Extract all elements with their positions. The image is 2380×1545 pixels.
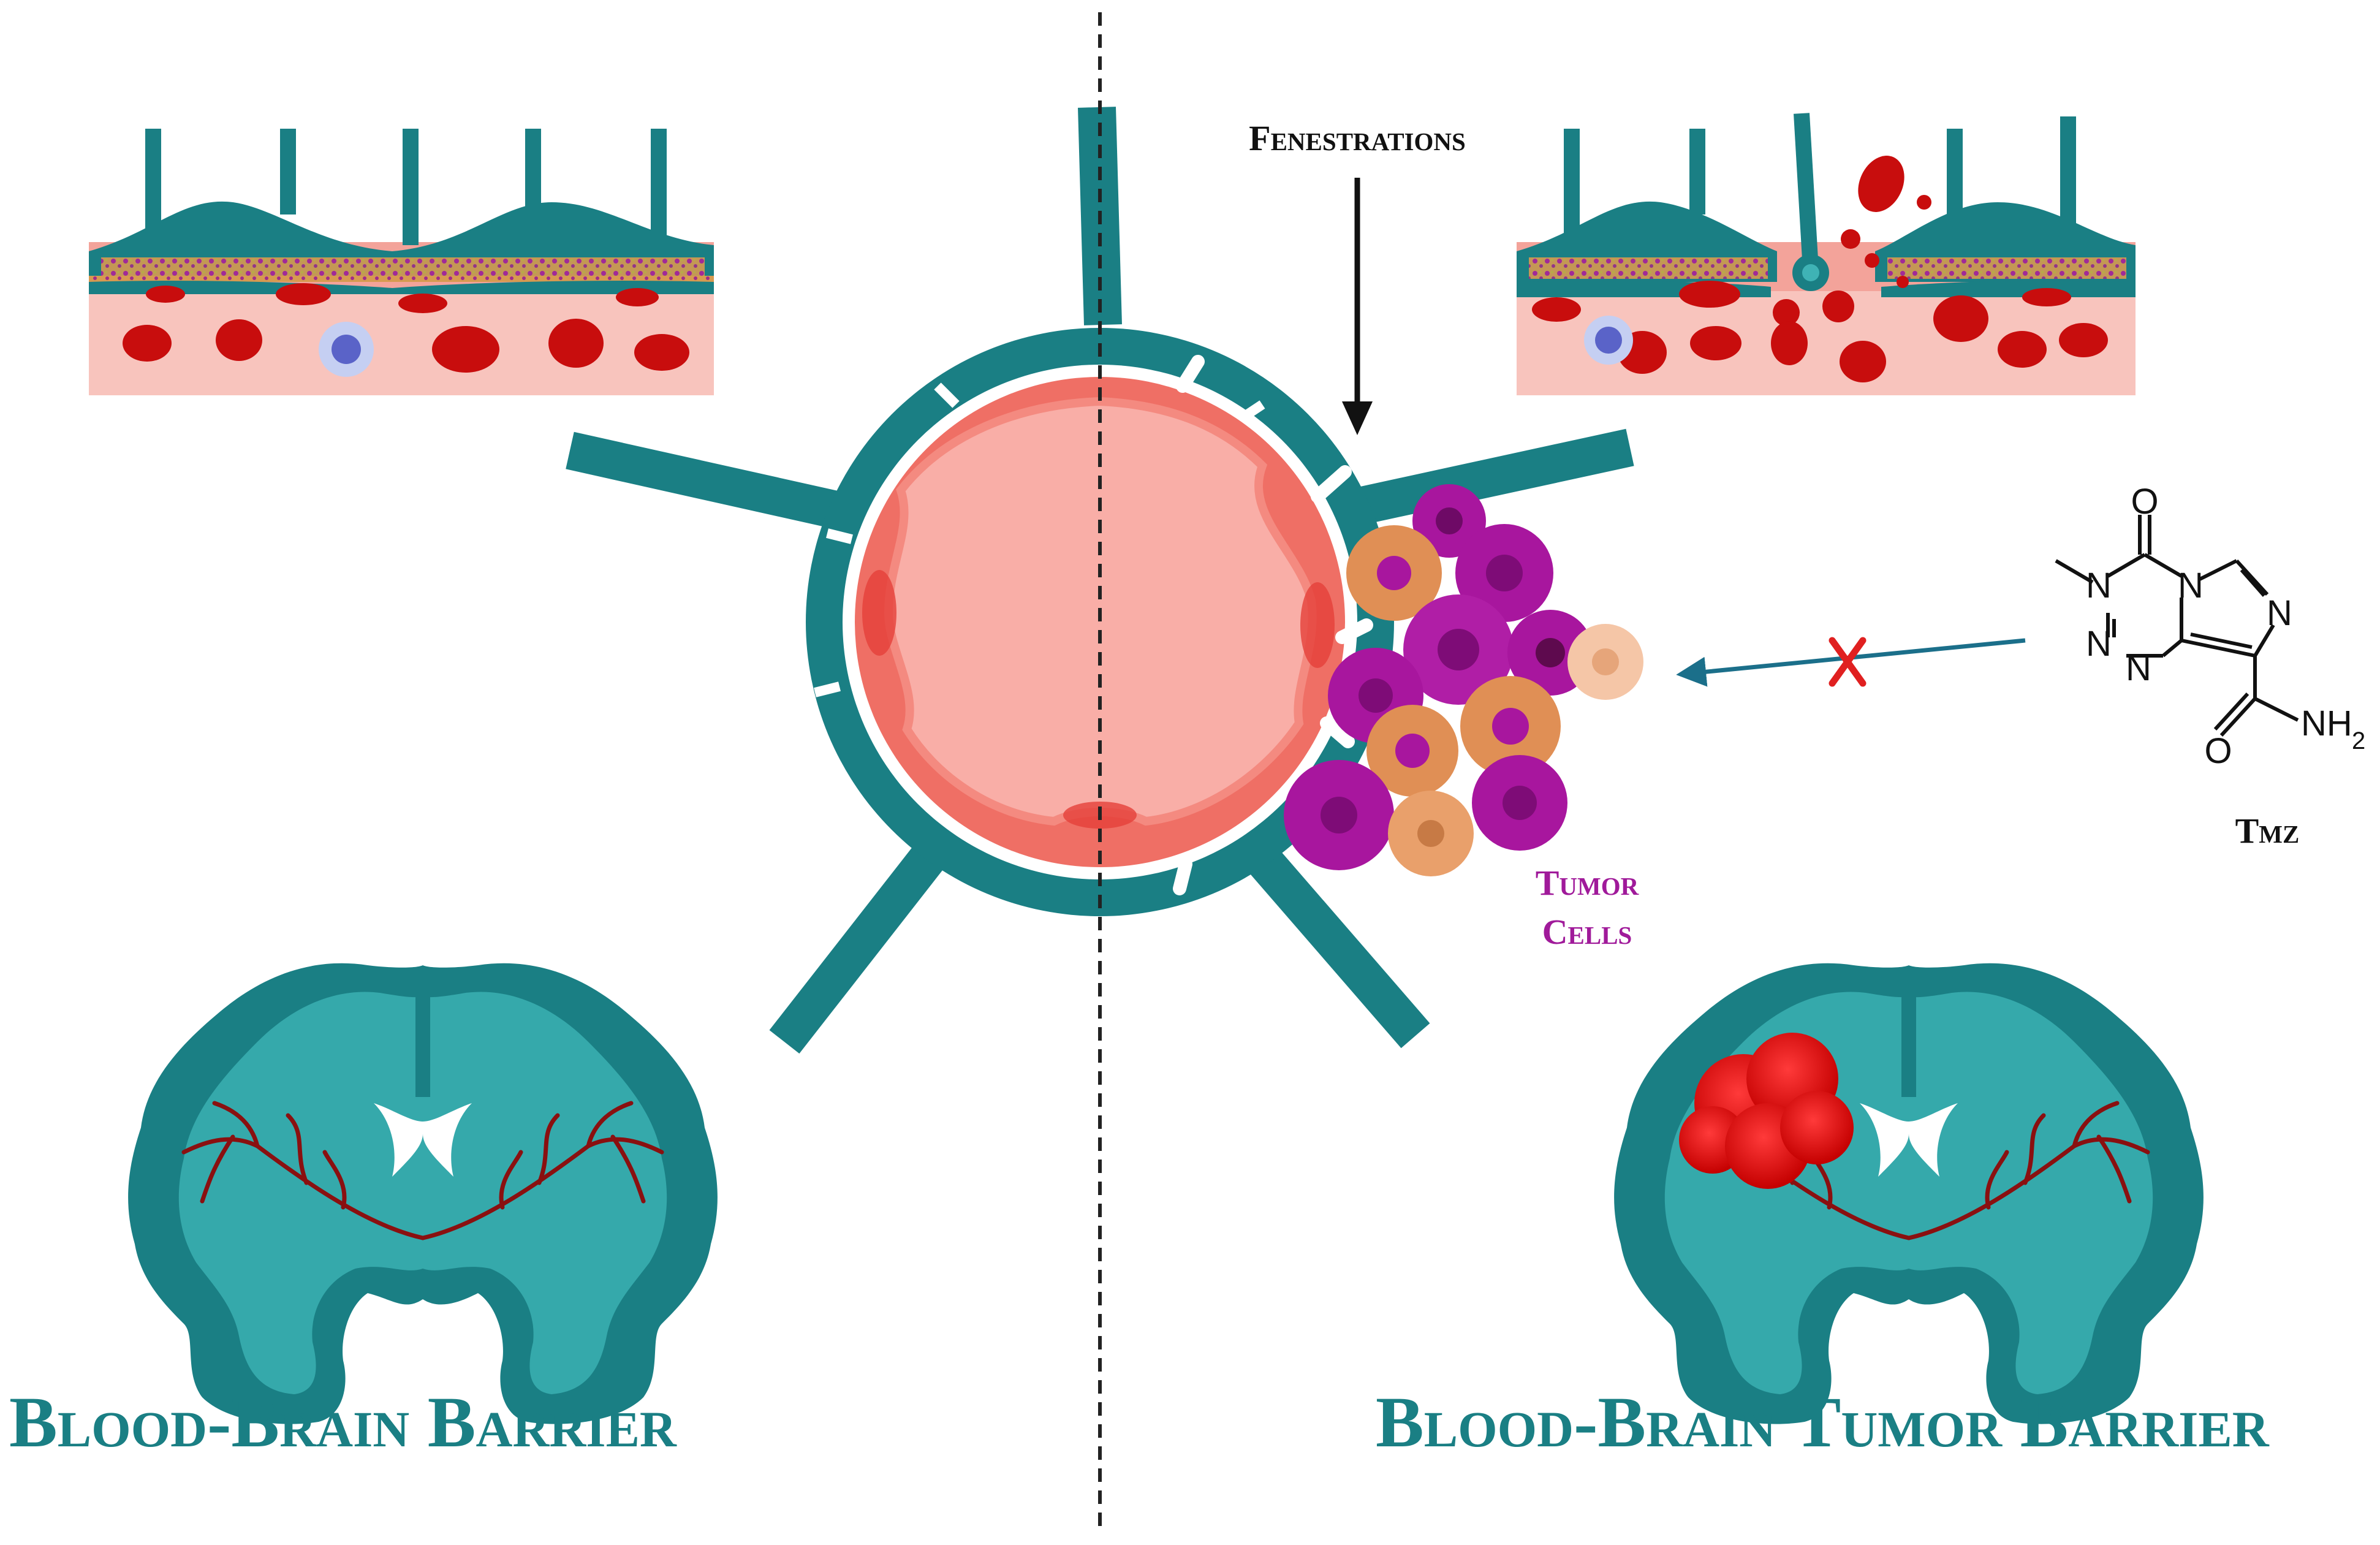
tumor-cell-cluster: [1284, 484, 1643, 876]
tumor-cells-label-line1: Tumor: [1536, 863, 1639, 903]
arm-lower-right: [1241, 839, 1430, 1049]
svg-text:2: 2: [2352, 727, 2365, 754]
tumor-cell: [1388, 791, 1474, 876]
central-vessel: [566, 107, 1634, 1054]
tumor-cell: [1284, 760, 1394, 870]
svg-text:O: O: [2131, 482, 2158, 522]
left-title: Blood-Brain Barrier: [9, 1382, 677, 1462]
tumor-cell: [1412, 484, 1486, 558]
svg-text:N: N: [2126, 648, 2151, 688]
svg-text:NH: NH: [2301, 704, 2352, 743]
bbtb-cross-section: [1517, 113, 2136, 395]
arm-upper-left: [566, 431, 862, 534]
svg-text:N: N: [2267, 593, 2292, 633]
tmz-structure: [2055, 515, 2299, 737]
tumor-cell: [1567, 624, 1643, 700]
tmz-atom-labels: O N N N N N O NH 2: [2086, 482, 2365, 771]
astrocyte-arms: [566, 107, 1634, 1054]
bbb-cross-section: [89, 129, 714, 395]
fenestrations-label: Fenestrations: [1249, 118, 1466, 158]
tumor-cell: [1460, 676, 1561, 776]
blocked-x-icon: [1829, 637, 1866, 687]
fenestrations-arrow: [1342, 178, 1373, 435]
brain-left: [128, 963, 718, 1424]
svg-text:N: N: [2086, 624, 2112, 664]
arm-upper-right: [1344, 428, 1634, 528]
svg-text:N: N: [2178, 566, 2204, 605]
svg-text:O: O: [2204, 731, 2232, 771]
tmz-label: Tmz: [2235, 811, 2300, 851]
brain-right: [1614, 963, 2204, 1424]
tumor-cell: [1366, 705, 1458, 797]
tumor-cell: [1455, 524, 1553, 622]
tumor-cell: [1472, 755, 1567, 851]
fenestration-gaps: [1173, 355, 1373, 895]
tumor-cells-label-line2: Cells: [1542, 912, 1632, 952]
arm-lower-left: [769, 833, 953, 1054]
right-title: Blood-Brain Tumor Barrier: [1376, 1382, 2270, 1462]
tumor-cell: [1346, 525, 1442, 621]
tumor-cell: [1403, 594, 1514, 705]
svg-text:N: N: [2086, 566, 2112, 605]
brain-tumor-mass: [1679, 1033, 1854, 1189]
